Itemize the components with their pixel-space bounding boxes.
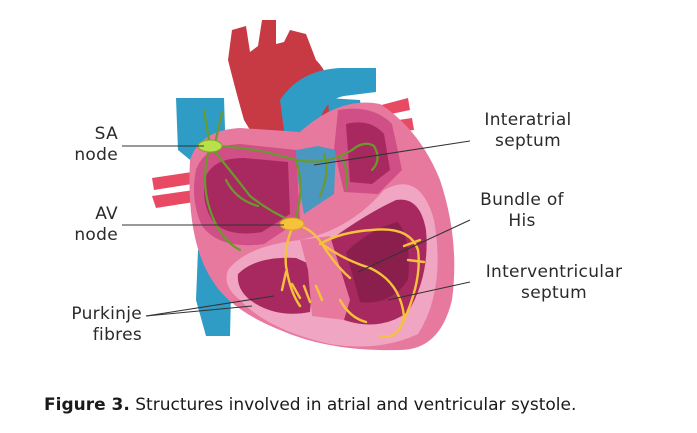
sa-node-label: SA node [60,124,118,166]
purkinje-label-line2: fibres [92,325,142,345]
interventricular-septum-label: Interventricular septum [470,262,638,304]
sa-node-label-line2: node [74,145,118,165]
figure-caption: Figure 3. Structures involved in atrial … [44,395,576,415]
bundle-his-label-line1: Bundle of [480,190,564,210]
interatrial-septum-label: Interatrial septum [472,110,584,152]
av-node-label-line1: AV [95,204,118,224]
caption-text: Structures involved in atrial and ventri… [129,395,577,415]
interventricular-label-line1: Interventricular [485,262,623,282]
sa-node-label-line1: SA [94,124,118,144]
ventricular-conduction-pathways [280,222,426,338]
purkinje-leader-2 [145,305,253,317]
purkinje-label-line1: Purkinje [71,304,142,324]
av-node-label: AV node [60,204,118,246]
caption-figure-number: Figure 3. [44,395,130,415]
purkinje-leader-1 [145,295,275,317]
av-node-label-line2: node [74,225,118,245]
interventricular-leader [387,281,471,301]
interatrial-label-line1: Interatrial [484,110,572,130]
bundle-his-leader [357,219,471,273]
bundle-of-his-label: Bundle of His [472,190,572,232]
heart-diagram [122,20,471,351]
interventricular-septum [300,236,350,320]
leader-lines [122,140,471,317]
interatrial-leader [313,140,471,166]
purkinje-label: Purkinje fibres [44,304,142,346]
interventricular-label-line2: septum [521,283,587,303]
av-node-marker [279,217,305,231]
interatrial-label-line2: septum [495,131,561,151]
bundle-his-label-line2: His [508,211,536,231]
atrial-conduction-pathways [202,108,379,252]
